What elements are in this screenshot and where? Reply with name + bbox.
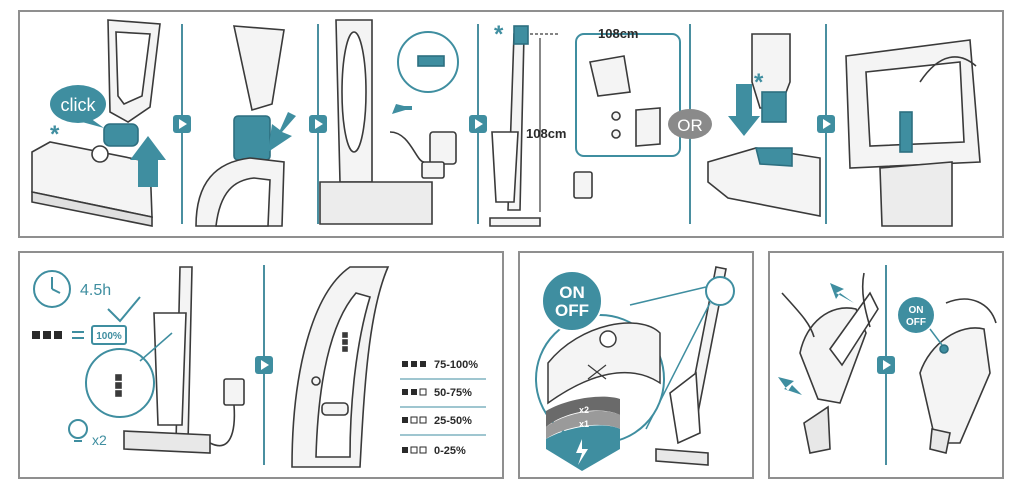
height-label: 108cm [526, 126, 566, 141]
or-badge: OR [668, 109, 712, 139]
speed-x1-label: x1 [579, 419, 589, 429]
zoom-line [139, 332, 173, 362]
or-label: OR [677, 116, 703, 135]
asterisk-mark-2: * [494, 21, 504, 48]
on-label-small: ON [909, 305, 924, 316]
step-brush-clean [845, 39, 981, 227]
battery-percent-label: 100% [96, 331, 122, 342]
arrow-down-icon-2 [728, 84, 760, 136]
height-label-inset: 108cm [598, 26, 638, 41]
assembly-strip: click * [18, 10, 1004, 238]
handheld-panel: ON OFF [768, 251, 1004, 479]
asterisk-mark-1: * [50, 121, 60, 148]
level-25-50: 25-50% [434, 415, 472, 427]
handheld-detach [781, 272, 879, 454]
play-step-icons [173, 115, 835, 133]
step-brush-roll [707, 33, 821, 217]
level-75-100: 75-100% [434, 359, 478, 371]
charge-illustration: 4.5h 100% x2 [32, 265, 486, 468]
battery-0-blink-icon [402, 446, 427, 454]
off-label: OFF [555, 301, 589, 320]
level-50-75: 50-75% [434, 387, 472, 399]
power-panel: ON OFF x2 x1 [518, 251, 754, 479]
handheld-vacuum [919, 298, 997, 454]
on-label: ON [559, 283, 585, 302]
speed-x2-label: x2 [579, 405, 589, 415]
step-nozzle-click [31, 19, 161, 227]
charge-time-label: 4.5h [80, 282, 111, 299]
arrow-left-icon [392, 104, 412, 114]
vacuum-upright [655, 266, 727, 466]
power-button-icon [599, 330, 617, 348]
click-bubble: click [50, 85, 106, 128]
lightning-icon [576, 439, 588, 465]
checkmark-icon [107, 296, 141, 323]
speed-switch-icon [587, 364, 607, 380]
arrow-up-icon [130, 136, 166, 187]
step-insert-handle [195, 25, 285, 227]
light-bulb-icon [68, 419, 88, 442]
step-charger [319, 19, 459, 225]
asterisk-mark-3: * [754, 69, 764, 96]
power-illustration: ON OFF x2 x1 [535, 266, 735, 471]
battery-levels-table: 75-100% 50-75% 25-50% 0-25% [400, 359, 486, 457]
height-dimension [530, 33, 560, 212]
on-off-badge-small: ON OFF [898, 297, 934, 333]
battery-2-icon [402, 388, 427, 396]
play-step-icon-charge [255, 356, 273, 374]
bulb-count-label: x2 [92, 432, 107, 448]
battery-1-icon [402, 416, 427, 424]
speed-shield: x2 x1 [546, 396, 620, 471]
arrow-down-icon [268, 112, 296, 152]
arrow-up-left-icon [778, 283, 854, 395]
zoom-ring [705, 276, 735, 306]
off-label-small: OFF [906, 317, 926, 328]
assembly-illustration: click * [31, 19, 981, 227]
click-label: click [61, 95, 97, 115]
battery-3-icon [402, 361, 426, 367]
level-0-25: 0-25% [434, 445, 466, 457]
play-step-icon-handheld [877, 356, 895, 374]
power-button-small-icon [939, 344, 949, 354]
handle-closeup [291, 266, 390, 468]
charge-panel: 4.5h 100% x2 [18, 251, 504, 479]
step-wall-mount [489, 25, 681, 227]
on-off-badge: ON OFF [541, 270, 603, 332]
handheld-illustration: ON OFF [778, 265, 997, 465]
battery-full-row: 100% [32, 325, 127, 345]
clock-icon [33, 270, 71, 308]
